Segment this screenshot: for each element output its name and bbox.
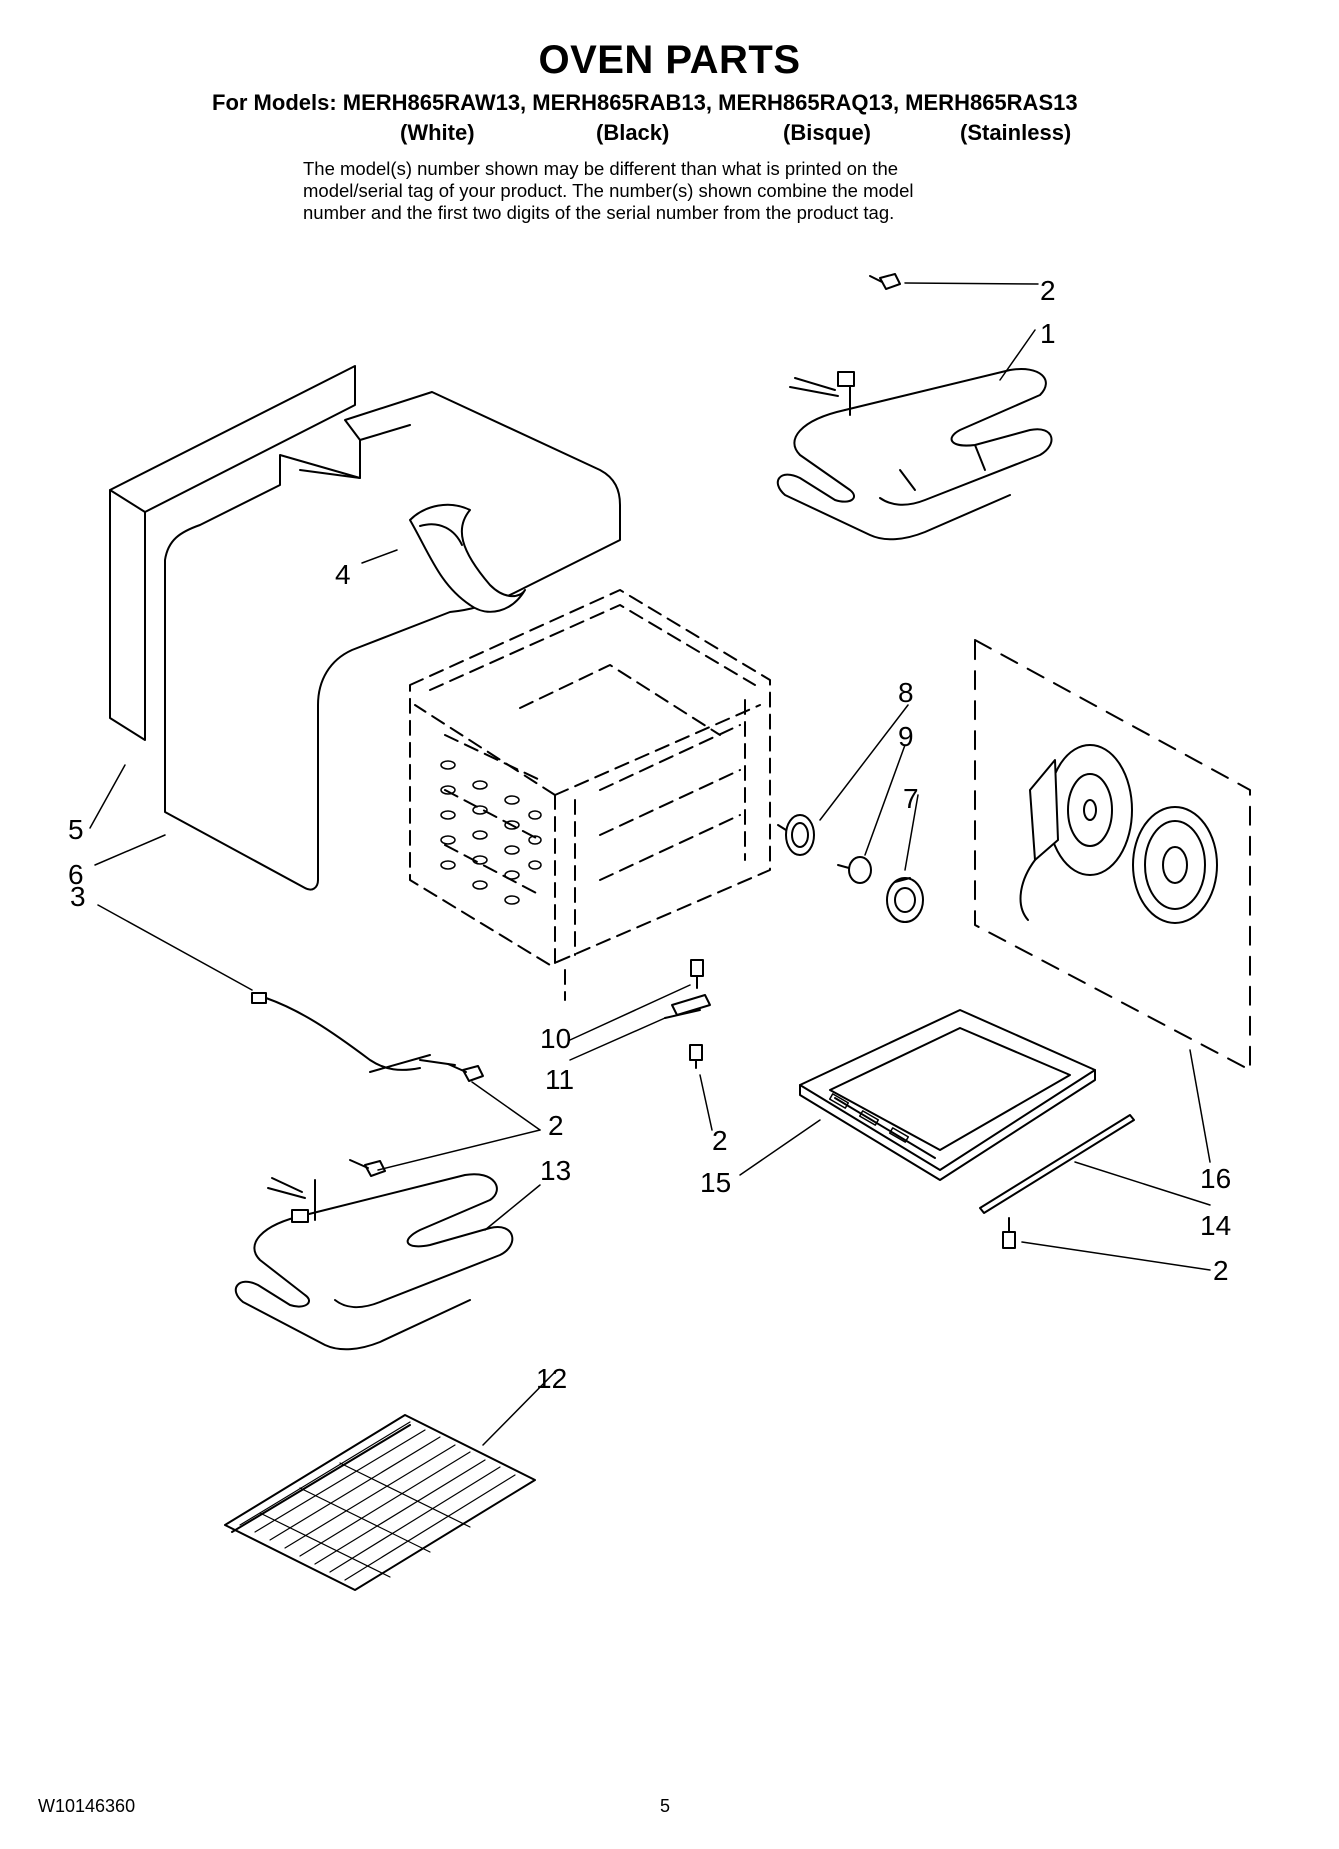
part-1-broil-element bbox=[776, 368, 1053, 541]
model-note: The model(s) number shown may be differe… bbox=[303, 158, 1083, 224]
callout-2-top: 2 bbox=[1040, 275, 1056, 306]
page-number: 5 bbox=[660, 1796, 671, 1816]
part-2-screw-middle bbox=[689, 1044, 703, 1069]
part-2-screw-upper-left bbox=[447, 1063, 484, 1082]
note-line: model/serial tag of your product. The nu… bbox=[303, 180, 914, 201]
part-10-screw bbox=[690, 959, 704, 989]
part-14-rail bbox=[979, 1114, 1135, 1214]
leader-lines bbox=[89, 282, 1211, 1446]
part-12-oven-rack bbox=[224, 1414, 536, 1591]
note-line: number and the first two digits of the s… bbox=[303, 202, 895, 223]
part-15-oven-bottom bbox=[799, 1009, 1096, 1181]
callout-7: 7 bbox=[903, 783, 919, 814]
callout-8: 8 bbox=[898, 677, 914, 708]
callout-4: 4 bbox=[335, 559, 351, 590]
callout-14: 14 bbox=[1200, 1210, 1231, 1241]
callout-3: 3 bbox=[70, 881, 86, 912]
part-2-screw-lower-left bbox=[349, 1159, 386, 1177]
part-16-convection-assembly-box bbox=[974, 639, 1251, 1071]
color-stainless: (Stainless) bbox=[960, 120, 1072, 145]
callout-2-upper-left: 2 bbox=[548, 1110, 564, 1141]
document-number: W10146360 bbox=[38, 1796, 136, 1816]
part-16-convection-fan bbox=[1019, 744, 1133, 921]
part-2-screw-bottom-right bbox=[1002, 1217, 1016, 1249]
note-line: The model(s) number shown may be differe… bbox=[303, 158, 899, 179]
models-line: For Models: MERH865RAW13, MERH865RAB13, … bbox=[212, 90, 1078, 115]
part-16-fan-cover bbox=[1132, 806, 1218, 924]
callout-1: 1 bbox=[1040, 318, 1056, 349]
callout-2-bottom-right: 2 bbox=[1213, 1255, 1229, 1286]
callout-6: 6 bbox=[68, 859, 84, 890]
callout-15: 15 bbox=[700, 1167, 731, 1198]
part-11-bracket bbox=[664, 994, 711, 1019]
callout-10: 10 bbox=[540, 1023, 571, 1054]
callout-2-middle: 2 bbox=[712, 1125, 728, 1156]
part-2-screw-top bbox=[869, 273, 901, 290]
callout-16: 16 bbox=[1200, 1163, 1231, 1194]
callout-12: 12 bbox=[536, 1363, 567, 1394]
part-9-light-bulb bbox=[837, 856, 872, 884]
callout-9: 9 bbox=[898, 721, 914, 752]
page-title: OVEN PARTS bbox=[538, 38, 801, 82]
callout-11: 11 bbox=[545, 1064, 574, 1095]
part-7-light-lens bbox=[886, 877, 924, 923]
part-15-front-slots bbox=[828, 1093, 910, 1143]
callout-5: 5 bbox=[68, 814, 84, 845]
part-4-insulation-clip bbox=[409, 503, 526, 613]
color-white: (White) bbox=[400, 120, 475, 145]
oven-cavity-vent-holes bbox=[440, 760, 542, 905]
part-12-rack-wires bbox=[239, 1421, 516, 1581]
callout-13: 13 bbox=[540, 1155, 571, 1186]
part-3-temperature-sensor bbox=[251, 992, 456, 1073]
color-black: (Black) bbox=[596, 120, 670, 145]
part-8-light-socket bbox=[777, 814, 815, 856]
color-bisque: (Bisque) bbox=[783, 120, 871, 145]
oven-cavity-dashed bbox=[409, 589, 771, 1001]
part-5-rear-insulation bbox=[109, 365, 356, 741]
part-13-bake-element bbox=[234, 1173, 514, 1351]
